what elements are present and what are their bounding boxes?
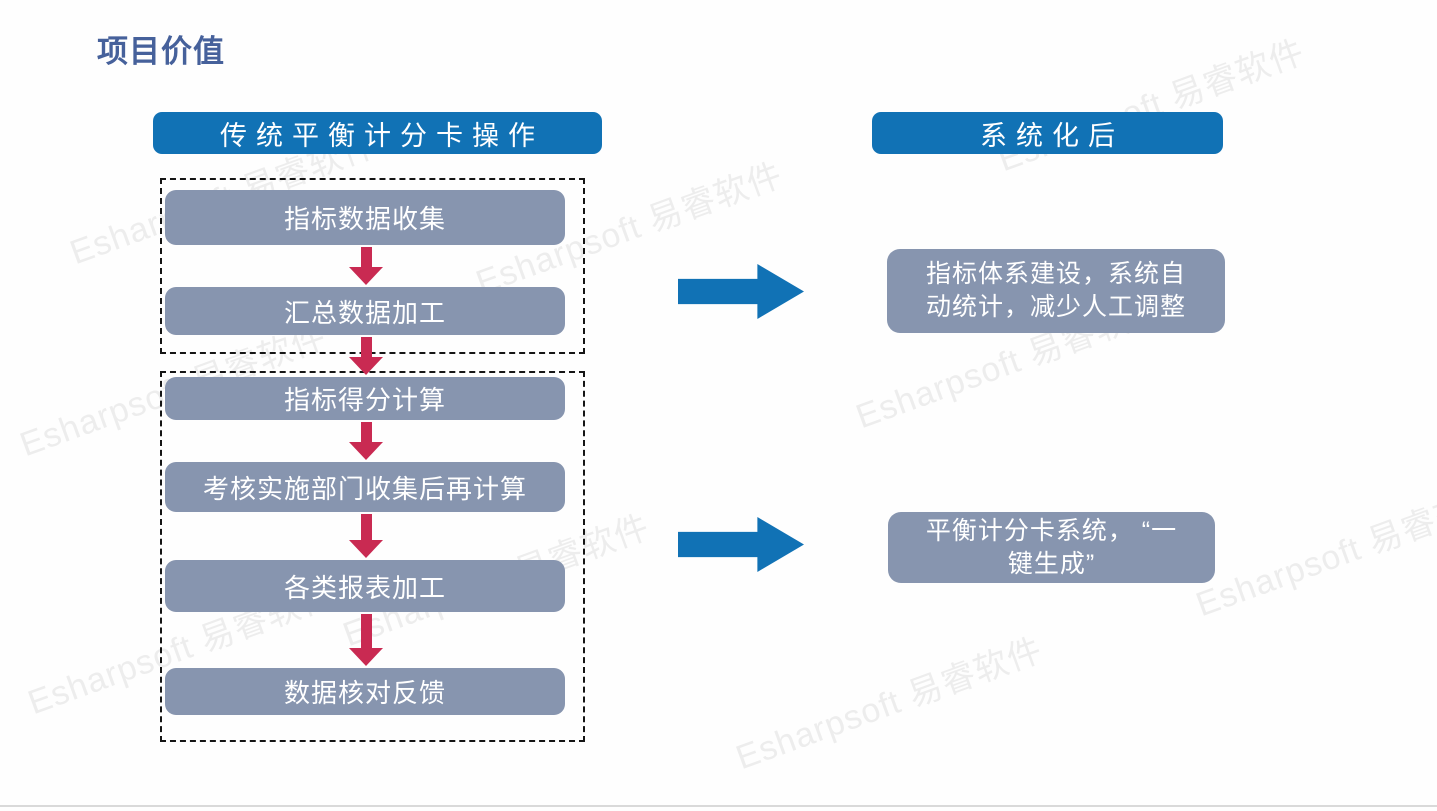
flow-step-6: 数据核对反馈: [165, 668, 565, 715]
result-box-1: 指标体系建设，系统自 动统计，减少人工调整: [887, 249, 1225, 333]
bottom-divider: [0, 805, 1437, 807]
flow-step-4: 考核实施部门收集后再计算: [165, 462, 565, 512]
dashed-group-1: [160, 178, 585, 354]
down-arrow-icon: [349, 247, 383, 285]
result-box-1-line2: 动统计，减少人工调整: [925, 293, 1186, 321]
page-title: 项目价值: [97, 34, 225, 69]
flow-step-2: 汇总数据加工: [165, 287, 565, 335]
right-arrow-icon: [678, 264, 804, 319]
watermark: Esharpsoft 易睿软件: [731, 630, 1048, 778]
down-arrow-icon: [349, 337, 383, 375]
down-arrow-icon: [349, 422, 383, 460]
right-arrow-icon: [678, 517, 804, 572]
right-column-header: 系统化后: [872, 112, 1223, 154]
watermark: Esharpsoft 易睿软件: [993, 32, 1310, 180]
down-arrow-icon: [349, 514, 383, 558]
flow-step-3: 指标得分计算: [165, 377, 565, 420]
result-box-2-line2: 键生成”: [1007, 549, 1096, 578]
down-arrow-icon: [349, 614, 383, 666]
left-column-header: 传统平衡计分卡操作: [153, 112, 602, 154]
result-box-1-line1: 指标体系建设，系统自: [925, 260, 1186, 288]
flow-step-5: 各类报表加工: [165, 560, 565, 612]
result-box-2: 平衡计分卡系统， “一 键生成”: [888, 512, 1215, 583]
result-box-2-line1: 平衡计分卡系统， “一: [925, 516, 1178, 545]
flow-step-1: 指标数据收集: [165, 190, 565, 245]
watermark: Esharpsoft 易睿软件: [1191, 477, 1437, 625]
